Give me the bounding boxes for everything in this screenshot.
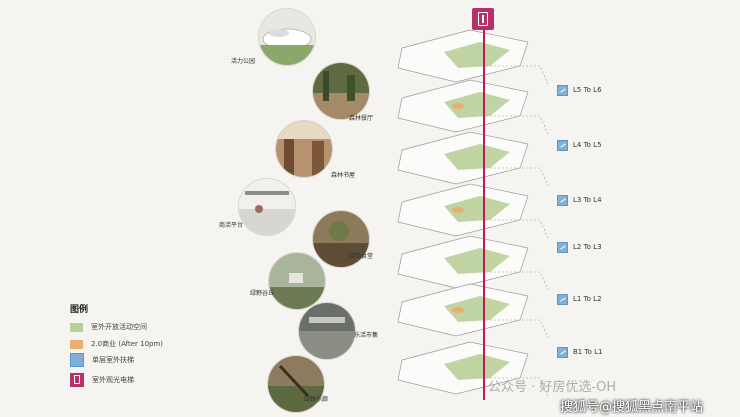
leader-line (486, 167, 549, 187)
leader-line (486, 65, 549, 85)
forest-bookstore-photo (275, 120, 333, 178)
leader-line (486, 219, 549, 239)
commercial-platform-photo (238, 178, 296, 236)
escalator-icon (557, 84, 568, 96)
level-label-l3-l4: L3 To L4 (557, 194, 602, 206)
green-valley-photo (268, 252, 326, 310)
watermark-sohu: 搜狐号@搜狐黑点南平站 (560, 400, 704, 415)
night-commerce-area (452, 103, 464, 109)
forest-restaurant-caption: 森林餐厅 (349, 115, 374, 122)
legend-swatch-orange (70, 339, 83, 349)
market-caption: 乐活市集 (354, 332, 379, 339)
legend-item-outdoor-space: 室外开放活动空间 (70, 320, 147, 334)
level-label-l5-l6: L5 To L6 (557, 84, 602, 96)
forest-restaurant-photo (312, 62, 370, 120)
canteen-caption: 绿荫食堂 (349, 253, 374, 260)
outdoor-space-area (444, 144, 510, 170)
green-corridor-photo (267, 355, 325, 413)
level-label-b1-l1: B1 To L1 (557, 346, 602, 358)
legend-swatch-green (70, 322, 83, 332)
leader-line (486, 115, 549, 135)
outdoor-space-area (444, 296, 510, 322)
legend-item-elevator: 室外观光电梯 (70, 373, 134, 387)
watermark-wechat: 公众号 · 好房优选-OH (488, 380, 617, 395)
escalator-icon (557, 139, 568, 151)
market-photo (298, 302, 356, 360)
outdoor-space-area (444, 42, 510, 68)
escalator-icon (557, 241, 568, 253)
elevator-top-icon (472, 8, 494, 30)
escalator-icon (70, 353, 84, 367)
forest-bookstore-caption: 森林书屋 (331, 172, 356, 179)
night-commerce-area (452, 307, 464, 313)
outdoor-space-area (444, 92, 510, 118)
leader-line (486, 377, 549, 397)
legend-item-night-commerce: 2.0商业 (After 10pm) (70, 337, 163, 351)
park-photo (258, 8, 316, 66)
level-label-l2-l3: L2 To L3 (557, 241, 602, 253)
leader-line (486, 271, 549, 291)
escalator-icon (557, 194, 568, 206)
green-valley-caption: 绿野谷丘 (250, 290, 275, 297)
outdoor-space-area (444, 248, 510, 274)
park-caption: 活力公园 (231, 58, 256, 65)
commercial-platform-caption: 商活平台 (219, 222, 244, 229)
outdoor-space-area (444, 196, 510, 222)
level-label-l4-l5: L4 To L5 (557, 139, 602, 151)
escalator-icon (557, 346, 568, 358)
level-label-l1-l2: L1 To L2 (557, 293, 602, 305)
leader-line (486, 319, 549, 339)
escalator-icon (557, 293, 568, 305)
outdoor-space-area (444, 354, 510, 380)
legend-item-escalator: 单层室外扶梯 (70, 353, 134, 367)
green-corridor-caption: 绿野乐廊 (304, 396, 329, 403)
night-commerce-area (452, 207, 464, 213)
floor-plates (397, 29, 549, 397)
elevator-icon (70, 373, 84, 387)
legend-title: 图例 (70, 305, 89, 315)
